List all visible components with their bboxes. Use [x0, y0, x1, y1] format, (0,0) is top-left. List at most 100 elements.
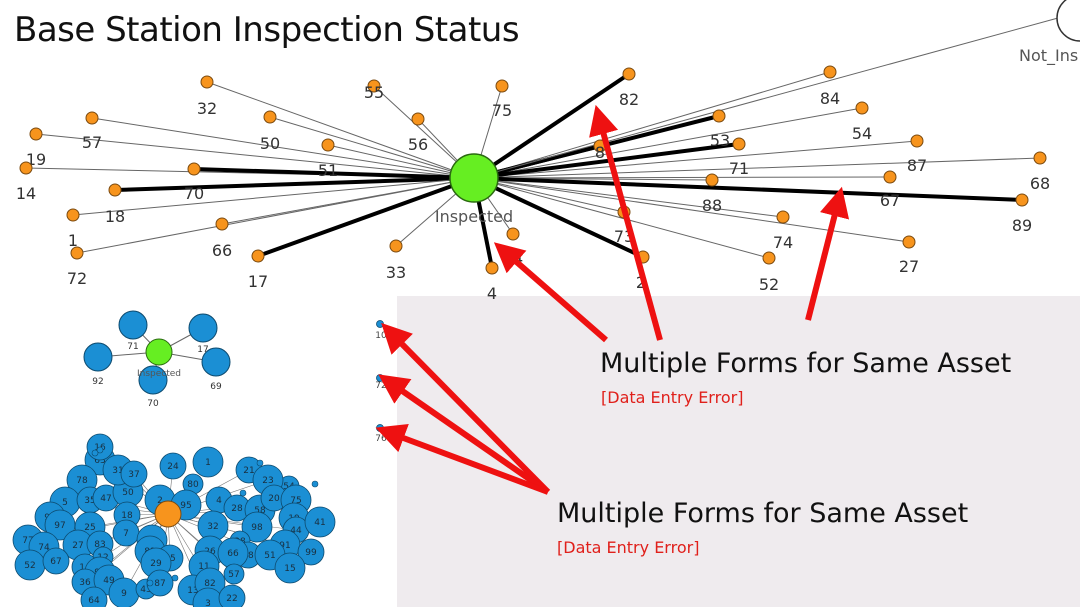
- graph-node-88: [705, 173, 719, 187]
- graph-node-label-1: 1: [68, 231, 78, 250]
- cluster-node-label: 5: [62, 498, 68, 508]
- cluster-node: [218, 584, 246, 607]
- graph-node-label-18: 18: [105, 207, 125, 226]
- graph-node-label-67: 67: [880, 191, 900, 210]
- isolated-node-label-10: 10: [375, 331, 387, 341]
- cluster-node-label: 41: [314, 518, 325, 528]
- graph-node-56: [411, 112, 425, 126]
- cluster-node-label: 9: [121, 589, 127, 599]
- cluster-node-label: 51: [264, 551, 275, 561]
- cluster-node-label: 64: [88, 596, 100, 606]
- red-arrow-5: [378, 374, 550, 495]
- graph-node-52: [762, 251, 776, 265]
- cluster-node: [274, 552, 306, 584]
- isolated-node-76: [376, 424, 384, 432]
- graph-node-72: [70, 246, 84, 260]
- graph-edge-51: [327, 144, 475, 179]
- graph-node-label-33: 33: [386, 263, 406, 282]
- red-arrow-3: [493, 242, 608, 343]
- cluster-node-label: 44: [290, 526, 302, 536]
- cluster-node-label: 82: [204, 579, 215, 589]
- graph-node-label-88: 88: [702, 196, 722, 215]
- graph-node-label-71: 71: [729, 159, 749, 178]
- graph-node-74: [776, 210, 790, 224]
- cluster-node-label: 83: [94, 540, 105, 550]
- graph-edge-70: [193, 167, 475, 180]
- graph-node-label-51: 51: [318, 161, 338, 180]
- cluster-node-label: 37: [128, 470, 139, 480]
- cluster-node-label: 15: [284, 564, 295, 574]
- cluster-node-label: 7: [123, 529, 129, 539]
- cluster-node-label: 58: [254, 506, 266, 516]
- small-graph-hub: [145, 338, 173, 366]
- graph-node-label-4: 4: [487, 284, 497, 303]
- red-arrow-2: [805, 186, 850, 321]
- graph-node-68: [1033, 151, 1047, 165]
- cluster-node-label: 43: [140, 585, 151, 595]
- cluster-node-label: 75: [290, 496, 301, 506]
- small-graph-node-label-17: 17: [197, 345, 208, 355]
- cluster-node-label: 2: [157, 496, 163, 506]
- graph-edge-71: [473, 142, 740, 180]
- graph-edge-57: [91, 117, 475, 179]
- graph-edge-73: [473, 177, 625, 213]
- graph-edge-67: [473, 176, 891, 179]
- graph-node-label-52: 52: [759, 275, 779, 294]
- graph-node-75: [495, 79, 509, 93]
- callout-subtitle-2: [Data Entry Error]: [557, 538, 700, 557]
- cluster-node-label: 18: [121, 511, 133, 521]
- callout-title-1: Multiple Forms for Same Asset: [600, 348, 1012, 379]
- cluster-node: [80, 586, 108, 607]
- cluster-node-label: 97: [54, 521, 65, 531]
- isolated-node-label-72: 72: [375, 381, 386, 391]
- graph-edge-84: [473, 71, 831, 179]
- graph-node-55: [367, 79, 381, 93]
- cluster-node: [241, 511, 273, 543]
- graph-node-label-2: 2: [636, 273, 646, 292]
- cluster-small-node: [239, 489, 247, 497]
- cluster-node-label: 11: [198, 562, 209, 572]
- small-graph-node-69: [201, 347, 231, 377]
- cluster-node-label: 31: [112, 466, 123, 476]
- cluster-node-label: 35: [84, 496, 95, 506]
- cluster-node-label: 22: [226, 594, 237, 604]
- cluster-node-label: 80: [187, 480, 199, 490]
- graph-edge-50: [269, 116, 475, 179]
- cluster-node-label: 66: [227, 549, 239, 559]
- callout-subtitle-1: [Data Entry Error]: [601, 388, 744, 407]
- graph-node-label-75: 75: [492, 101, 512, 120]
- graph-node-51: [321, 138, 335, 152]
- cluster-node: [42, 547, 70, 575]
- graph-edge-27: [473, 177, 910, 243]
- cluster-node-label: 28: [231, 504, 243, 514]
- graph-node-label-70: 70: [184, 184, 204, 203]
- cluster-node-label: 20: [268, 494, 280, 504]
- graph-node-label-14: 14: [16, 184, 36, 203]
- cluster-small-node: [91, 449, 99, 457]
- graph-node-not-inspected-label: Not_Ins: [1019, 46, 1078, 66]
- graph-node-66: [215, 217, 229, 231]
- graph-node-label-8: 8: [595, 143, 605, 162]
- cluster-node: [120, 460, 148, 488]
- cluster-node-label: 4: [216, 496, 222, 506]
- graph-edge-17: [257, 176, 475, 258]
- graph-edge-89: [473, 176, 1023, 202]
- graph-node-label-89: 89: [1012, 216, 1032, 235]
- cluster-node: [297, 538, 325, 566]
- graph-node-label-68: 68: [1030, 174, 1050, 193]
- graph-edge-87: [473, 140, 918, 179]
- red-arrow-4: [381, 322, 551, 495]
- graph-node-label-53: 53: [710, 131, 730, 150]
- graph-node-18: [108, 183, 122, 197]
- graph-node-89: [1015, 193, 1029, 207]
- cluster-node-label: 24: [167, 462, 179, 472]
- cluster-node-label: 78: [76, 476, 88, 486]
- graph-node-82: [622, 67, 636, 81]
- graph-node-53: [712, 109, 726, 123]
- graph-node-label-72: 72: [67, 269, 87, 288]
- cluster-node-label: 21: [243, 466, 254, 476]
- cluster-node-label: 32: [207, 522, 218, 532]
- cluster-node: [304, 506, 336, 538]
- red-arrow-1: [589, 104, 663, 341]
- small-graph-node-70: [138, 365, 168, 395]
